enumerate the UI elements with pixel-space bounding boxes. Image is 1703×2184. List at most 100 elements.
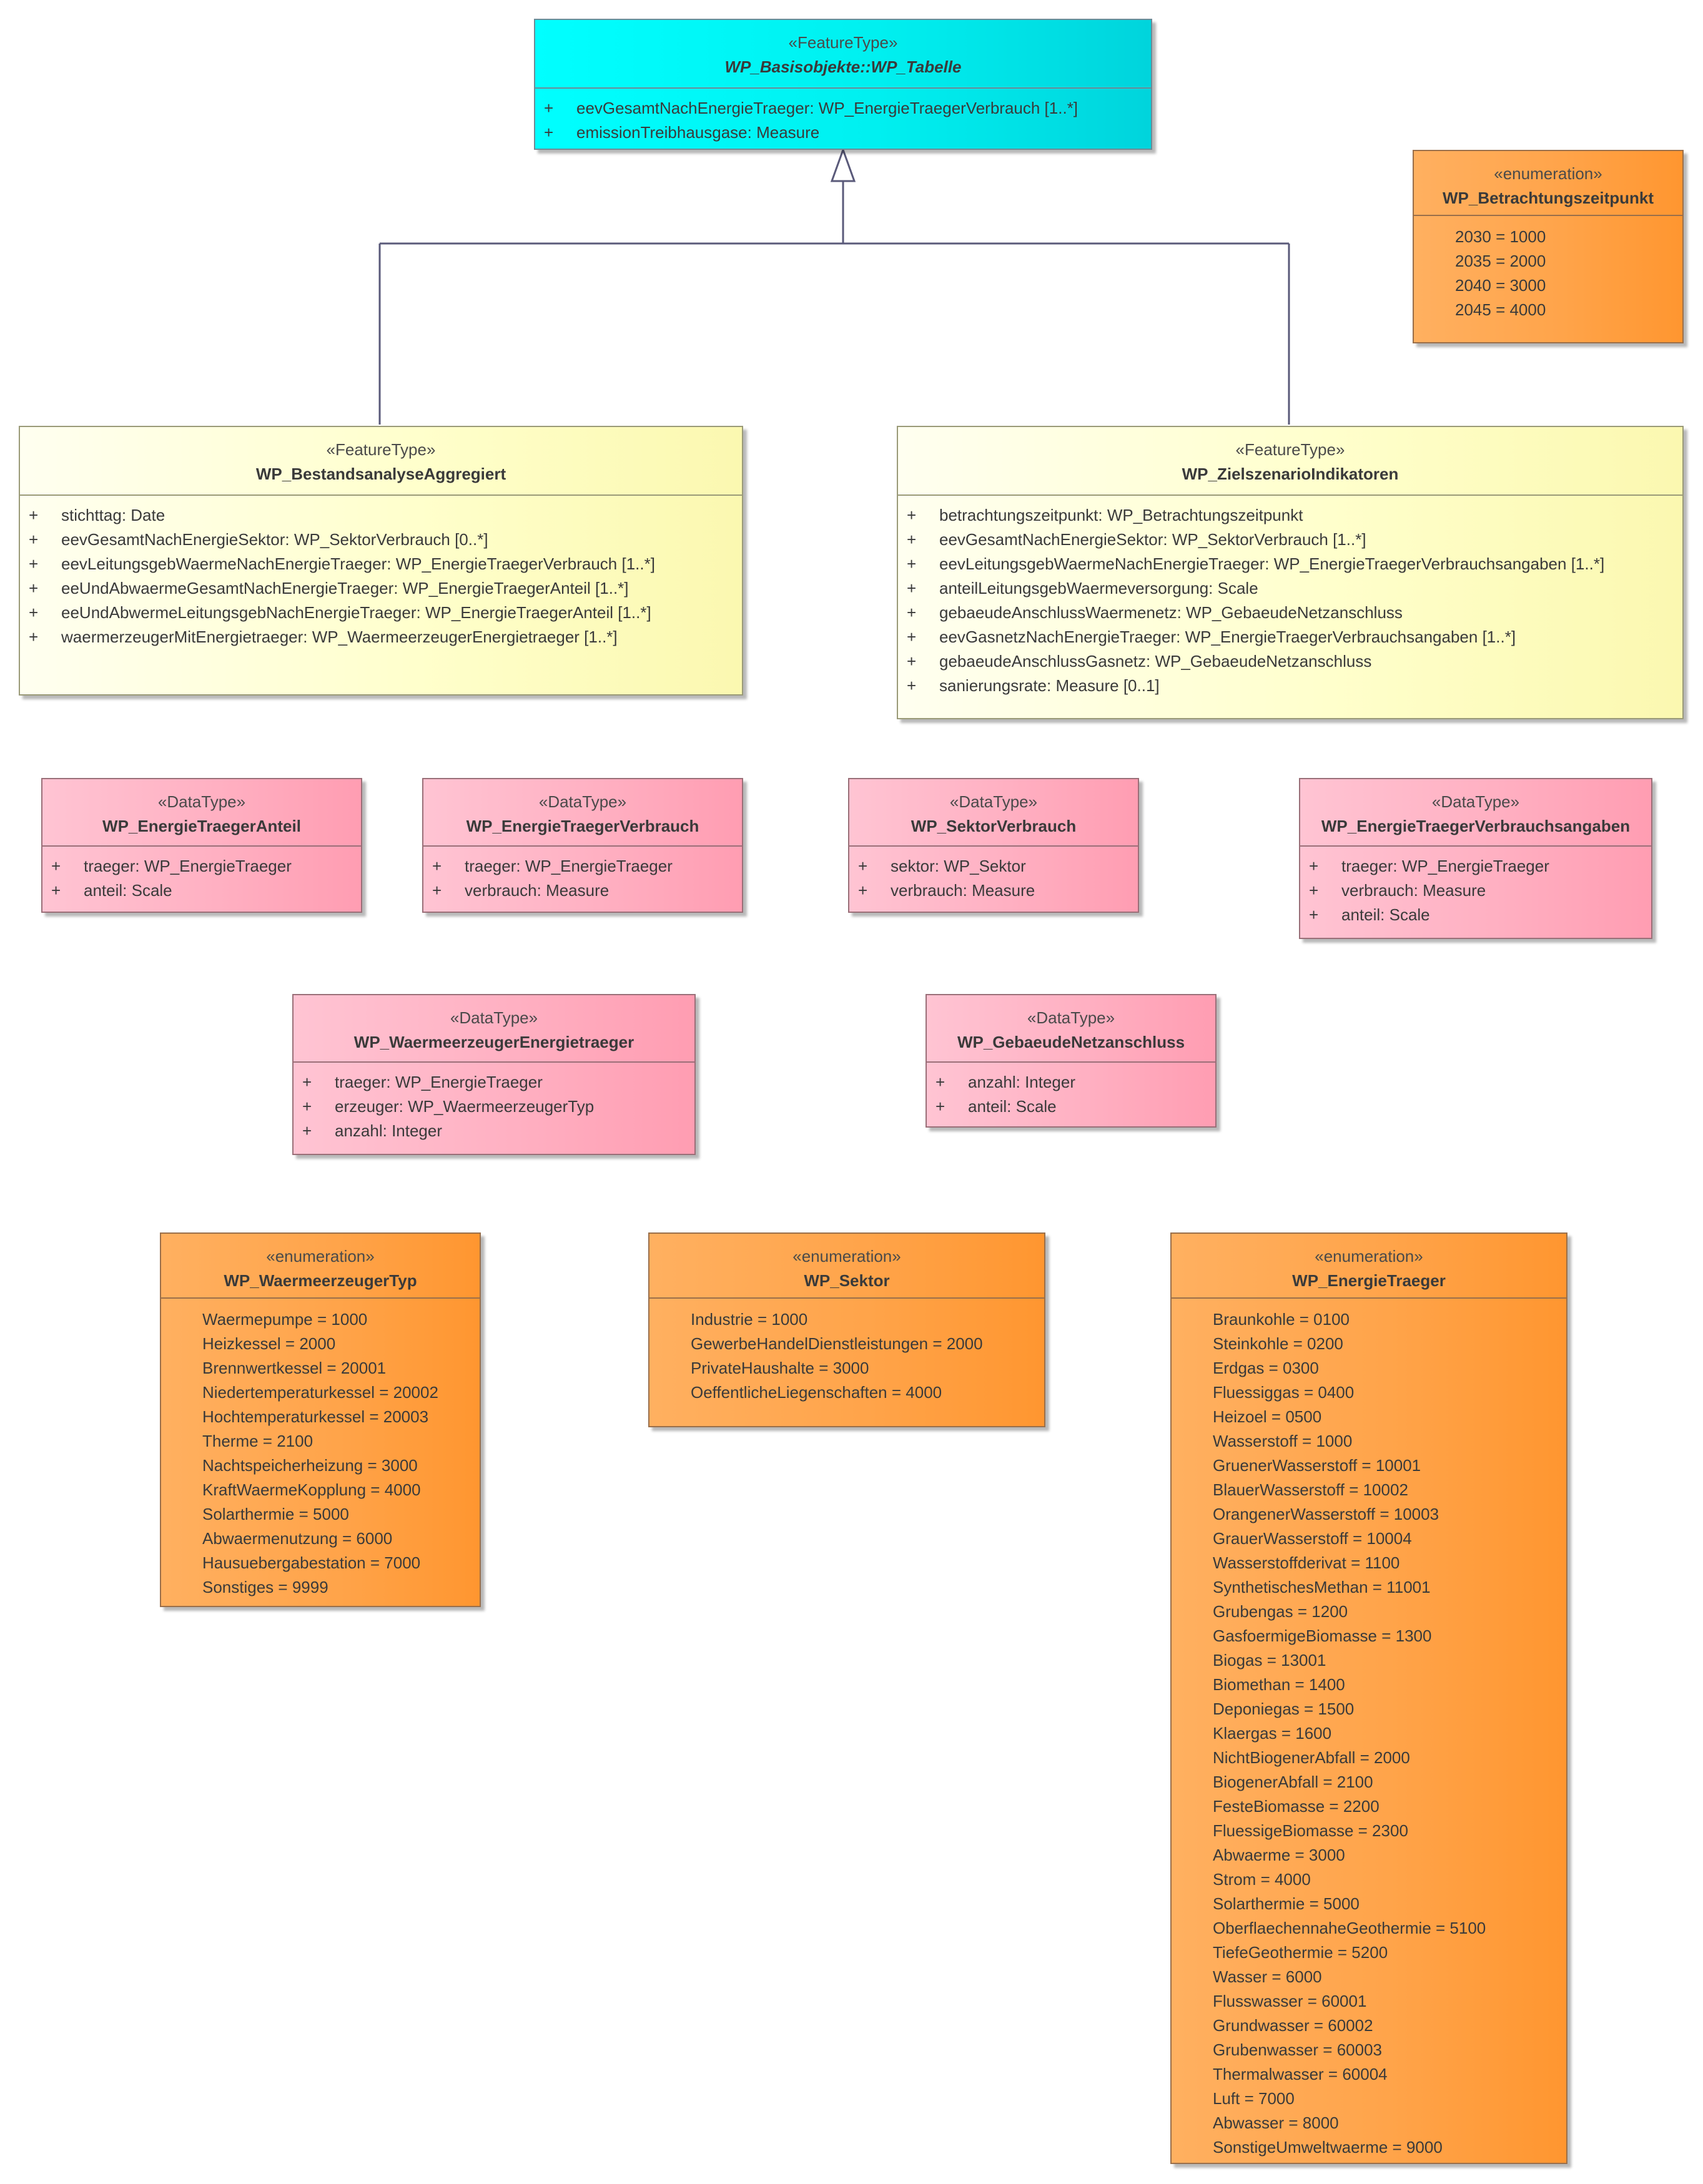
class-name: WP_SektorVerbrauch [911,817,1077,835]
stereotype-label: «FeatureType» [1235,440,1345,459]
class-header: «enumeration» WP_Sektor [649,1234,1044,1299]
literal-row: Solarthermie = 5000 [202,1505,349,1523]
literal-row: Solarthermie = 5000 [1213,1894,1360,1913]
class-header: «enumeration» WP_EnergieTraeger [1172,1234,1566,1299]
attribute-row: +eevGesamtNachEnergieTraeger: WP_Energie… [544,99,1079,117]
literal-row: Abwaermenutzung = 6000 [202,1529,393,1548]
attribute-row: +anteil: Scale [51,881,172,900]
stereotype-label: «FeatureType» [326,440,436,459]
literal-row: Heizoel = 0500 [1213,1407,1322,1426]
literal-row: Klaergas = 1600 [1213,1724,1332,1743]
literal-row: Industrie = 1000 [691,1310,808,1329]
literal-row: Abwasser = 8000 [1213,2113,1339,2132]
literal-row: SynthetischesMethan = 11001 [1213,1578,1431,1596]
attribute-row: +traeger: WP_EnergieTraeger [432,857,673,875]
stereotype-label: «enumeration» [266,1247,375,1266]
class-name: WP_BestandsanalyseAggregiert [255,465,506,483]
attribute-row: +gebaeudeAnschlussWaermenetz: WP_Gebaeud… [907,603,1403,622]
literal-row: Biomethan = 1400 [1213,1675,1345,1694]
class-name: WP_Betrachtungszeitpunkt [1442,189,1654,207]
class-name: WP_Basisobjekte::WP_Tabelle [724,57,962,76]
generalization-line [378,181,1290,425]
datatype-wp-energietraeger-verbrauch[interactable]: «DataType» WP_EnergieTraegerVerbrauch +t… [422,778,743,913]
stereotype-label: «DataType» [157,792,246,811]
attribute-row: +stichttag: Date [29,506,165,524]
class-wp-zielszenario-indikatoren[interactable]: «FeatureType» WP_ZielszenarioIndikatoren… [897,426,1684,719]
literal-row: PrivateHaushalte = 3000 [691,1359,869,1377]
class-name: WP_EnergieTraeger [1292,1271,1446,1290]
attribute-row: +eeUndAbwaermeGesamtNachEnergieTraeger: … [29,579,629,598]
attribute-list: +eevGesamtNachEnergieTraeger: WP_Energie… [535,89,1151,145]
literal-list: Waermepumpe = 1000 Heizkessel = 2000 Bre… [161,1299,480,1600]
enum-wp-waermeerzeuger-typ[interactable]: «enumeration» WP_WaermeerzeugerTyp Waerm… [160,1232,481,1607]
literal-row: SonstigeUmweltwaerme = 9000 [1213,2138,1443,2157]
enum-wp-betrachtungszeitpunkt[interactable]: «enumeration» WP_Betrachtungszeitpunkt 2… [1413,150,1684,343]
attribute-list: +traeger: WP_EnergieTraeger +erzeuger: W… [294,1063,694,1143]
attribute-row: +verbrauch: Measure [1309,881,1486,900]
literal-list: 2030 = 1000 2035 = 2000 2040 = 3000 2045… [1414,216,1682,322]
literal-row: FesteBiomasse = 2200 [1213,1797,1380,1816]
class-name: WP_ZielszenarioIndikatoren [1182,465,1399,483]
datatype-wp-gebaeude-netzanschluss[interactable]: «DataType» WP_GebaeudeNetzanschluss +anz… [926,994,1217,1128]
attribute-row: +anzahl: Integer [935,1073,1076,1091]
literal-row: Fluessiggas = 0400 [1213,1383,1355,1402]
literal-row: Wasser = 6000 [1213,1967,1322,1986]
literal-row: 2030 = 1000 [1455,227,1546,246]
literal-row: GrauerWasserstoff = 10004 [1213,1529,1412,1548]
attribute-row: +sektor: WP_Sektor [858,857,1026,875]
literal-row: Nachtspeicherheizung = 3000 [202,1456,418,1475]
class-name: WP_WaermeerzeugerTyp [224,1271,417,1290]
class-header: «DataType» WP_EnergieTraegerAnteil [42,779,361,847]
attribute-row: +eevGesamtNachEnergieSektor: WP_SektorVe… [29,530,488,549]
literal-row: Sonstiges = 9999 [202,1578,328,1596]
literal-row: Strom = 4000 [1213,1870,1311,1889]
datatype-wp-energietraeger-anteil[interactable]: «DataType» WP_EnergieTraegerAnteil +trae… [41,778,362,913]
literal-row: OeffentlicheLiegenschaften = 4000 [691,1383,942,1402]
literal-row: Erdgas = 0300 [1213,1359,1319,1377]
class-header: «DataType» WP_EnergieTraegerVerbrauchsan… [1300,779,1651,847]
literal-row: GewerbeHandelDienstleistungen = 2000 [691,1334,983,1353]
literal-row: Abwaerme = 3000 [1213,1846,1345,1864]
literal-row: OberflaechennaheGeothermie = 5100 [1213,1919,1486,1937]
literal-row: Deponiegas = 1500 [1213,1699,1355,1718]
stereotype-label: «FeatureType» [788,33,898,52]
literal-row: GasfoermigeBiomasse = 1300 [1213,1626,1432,1645]
datatype-wp-energietraeger-verbrauchsangaben[interactable]: «DataType» WP_EnergieTraegerVerbrauchsan… [1299,778,1652,939]
attribute-row: +verbrauch: Measure [432,881,610,900]
literal-row: Niedertemperaturkessel = 20002 [202,1383,438,1402]
literal-row: Wasserstoff = 1000 [1213,1432,1353,1450]
enum-wp-sektor[interactable]: «enumeration» WP_Sektor Industrie = 1000… [648,1232,1045,1427]
datatype-wp-sektor-verbrauch[interactable]: «DataType» WP_SektorVerbrauch +sektor: W… [848,778,1139,913]
literal-row: Hausuebergabestation = 7000 [202,1553,421,1572]
literal-row: Wasserstoffderivat = 1100 [1213,1553,1400,1572]
attribute-list: +betrachtungszeitpunkt: WP_Betrachtungsz… [898,496,1682,698]
attribute-row: +verbrauch: Measure [858,881,1035,900]
stereotype-label: «DataType» [450,1008,538,1027]
class-wp-tabelle[interactable]: «FeatureType» WP_Basisobjekte::WP_Tabell… [534,19,1152,150]
class-header: «DataType» WP_WaermeerzeugerEnergietraeg… [294,995,694,1063]
attribute-row: +gebaeudeAnschlussGasnetz: WP_GebaeudeNe… [907,652,1372,671]
attribute-row: +anteilLeitungsgebWaermeversorgung: Scal… [907,579,1258,598]
enum-wp-energietraeger[interactable]: «enumeration» WP_EnergieTraeger Braunkoh… [1170,1232,1567,2164]
class-header: «FeatureType» WP_Basisobjekte::WP_Tabell… [535,20,1151,89]
attribute-row: +anzahl: Integer [302,1121,443,1140]
literal-row: Steinkohle = 0200 [1213,1334,1343,1353]
attribute-row: +betrachtungszeitpunkt: WP_Betrachtungsz… [907,506,1303,524]
attribute-row: +eevLeitungsgebWaermeNachEnergieTraeger:… [29,554,655,573]
datatype-wp-waermeerzeuger-energietraeger[interactable]: «DataType» WP_WaermeerzeugerEnergietraeg… [292,994,696,1155]
literal-list: Industrie = 1000 GewerbeHandelDienstleis… [649,1299,1044,1405]
stereotype-label: «enumeration» [1494,164,1602,183]
class-name: WP_EnergieTraegerAnteil [102,817,301,835]
attribute-list: +traeger: WP_EnergieTraeger +verbrauch: … [423,847,742,903]
attribute-row: +eevGasnetzNachEnergieTraeger: WP_Energi… [907,627,1516,646]
literal-row: TiefeGeothermie = 5200 [1213,1943,1388,1962]
stereotype-label: «enumeration» [1315,1247,1423,1266]
class-wp-bestandsanalyse-aggregiert[interactable]: «FeatureType» WP_BestandsanalyseAggregie… [19,426,743,696]
attribute-row: +sanierungsrate: Measure [0..1] [907,676,1160,695]
literal-row: Braunkohle = 0100 [1213,1310,1350,1329]
literal-row: 2045 = 4000 [1455,300,1546,319]
literal-row: Biogas = 13001 [1213,1651,1326,1670]
attribute-row: +erzeuger: WP_WaermeerzeugerTyp [302,1097,595,1116]
attribute-list: +traeger: WP_EnergieTraeger +verbrauch: … [1300,847,1651,927]
